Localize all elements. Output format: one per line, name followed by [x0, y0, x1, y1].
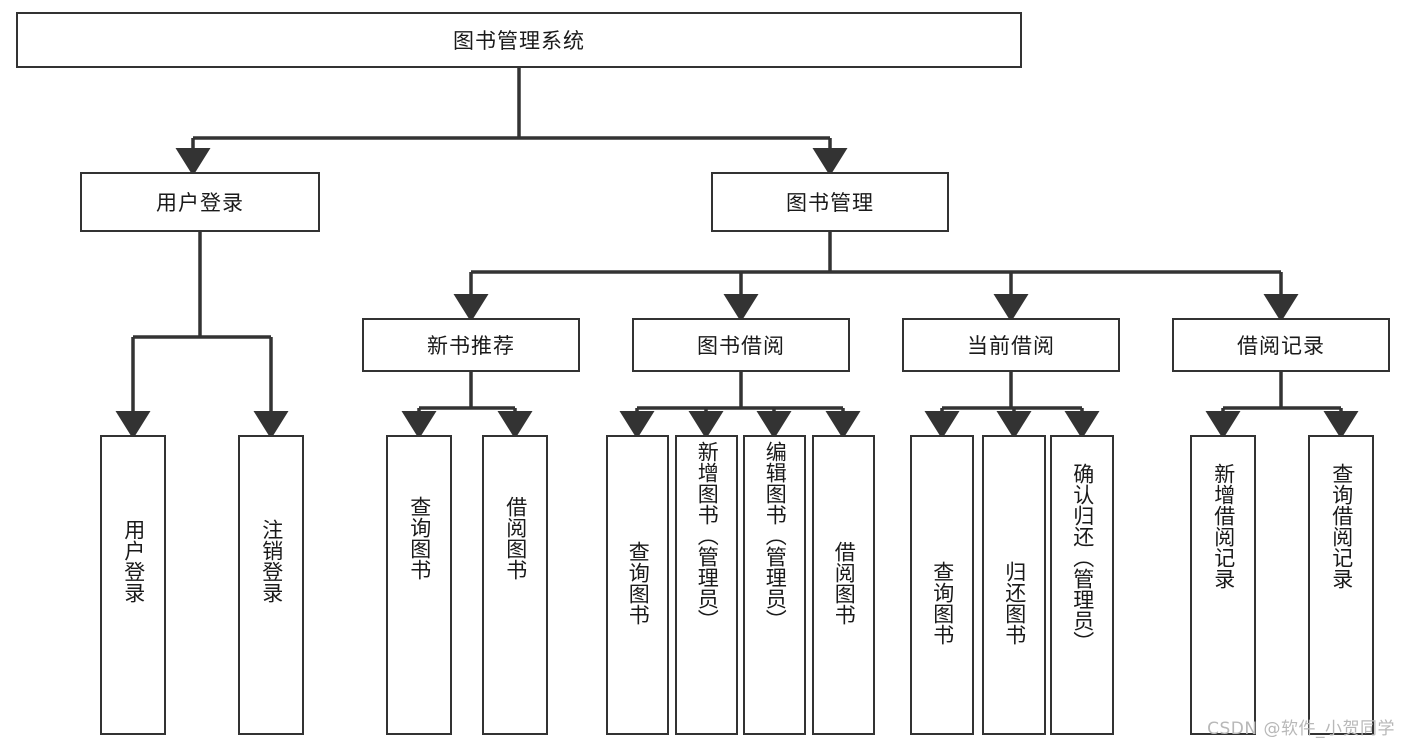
leaf-borrow-book-1[interactable]: 借阅图书 [482, 435, 548, 735]
leaf-borrow-book-2-label: 借阅图书 [832, 541, 857, 625]
node-root-label: 图书管理系统 [453, 29, 585, 53]
node-book-borrow[interactable]: 图书借阅 [632, 318, 850, 372]
leaf-edit-book-admin[interactable]: 编辑图书（管理员） [743, 435, 806, 735]
leaf-add-book-admin-label: 新增图书（管理员） [695, 441, 720, 630]
leaf-borrow-book-2[interactable]: 借阅图书 [812, 435, 875, 735]
node-borrow-record-label: 借阅记录 [1237, 334, 1325, 358]
node-new-book-recommend-label: 新书推荐 [427, 334, 515, 358]
node-new-book-recommend[interactable]: 新书推荐 [362, 318, 580, 372]
node-user-login[interactable]: 用户登录 [80, 172, 320, 232]
node-borrow-record[interactable]: 借阅记录 [1172, 318, 1390, 372]
leaf-query-book-1-label: 查询图书 [407, 496, 432, 580]
leaf-return-book[interactable]: 归还图书 [982, 435, 1046, 735]
node-root[interactable]: 图书管理系统 [16, 12, 1022, 68]
leaf-borrow-book-1-label: 借阅图书 [503, 496, 528, 580]
leaf-query-book-1[interactable]: 查询图书 [386, 435, 452, 735]
node-user-login-label: 用户登录 [156, 191, 244, 215]
leaf-query-borrow-record[interactable]: 查询借阅记录 [1308, 435, 1374, 735]
leaf-return-book-label: 归还图书 [1002, 561, 1027, 645]
leaf-confirm-return-admin[interactable]: 确认归还（管理员） [1050, 435, 1114, 735]
leaf-query-borrow-record-label: 查询借阅记录 [1329, 463, 1354, 589]
leaf-add-borrow-record-label: 新增借阅记录 [1211, 463, 1236, 589]
leaf-query-book-3[interactable]: 查询图书 [910, 435, 974, 735]
watermark: CSDN @软件_小贺同学 [1207, 719, 1395, 739]
leaf-query-book-2-label: 查询图书 [626, 541, 651, 625]
node-book-borrow-label: 图书借阅 [697, 334, 785, 358]
leaf-query-book-3-label: 查询图书 [930, 561, 955, 645]
leaf-add-book-admin[interactable]: 新增图书（管理员） [675, 435, 738, 735]
leaf-edit-book-admin-label: 编辑图书（管理员） [763, 441, 788, 630]
node-current-borrow[interactable]: 当前借阅 [902, 318, 1120, 372]
leaf-logout-label: 注销登录 [259, 519, 284, 603]
leaf-confirm-return-admin-label: 确认归还（管理员） [1070, 463, 1095, 652]
node-current-borrow-label: 当前借阅 [967, 334, 1055, 358]
node-book-management-label: 图书管理 [786, 191, 874, 215]
leaf-user-login[interactable]: 用户登录 [100, 435, 166, 735]
node-book-management[interactable]: 图书管理 [711, 172, 949, 232]
leaf-add-borrow-record[interactable]: 新增借阅记录 [1190, 435, 1256, 735]
leaf-logout[interactable]: 注销登录 [238, 435, 304, 735]
leaf-user-login-label: 用户登录 [121, 519, 146, 603]
leaf-query-book-2[interactable]: 查询图书 [606, 435, 669, 735]
